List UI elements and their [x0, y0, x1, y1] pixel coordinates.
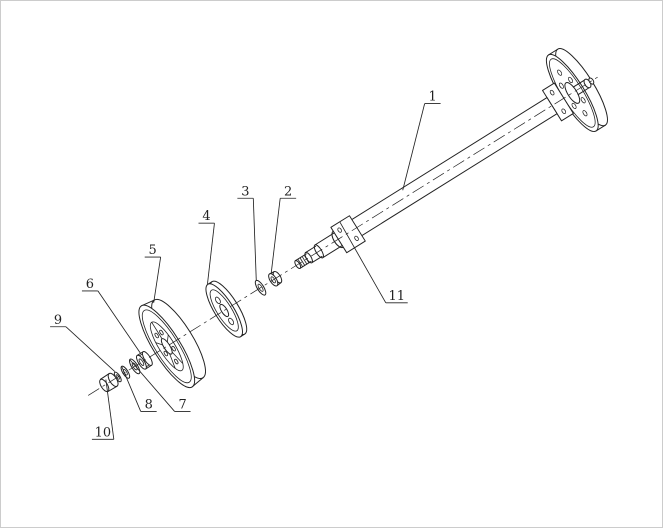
callout-8: 8 [121, 366, 157, 412]
callout-3: 3 [237, 184, 257, 281]
callout-layer: 1 2 3 4 5 6 7 8 9 10 11 [50, 90, 441, 440]
drum-lug-holes [154, 329, 179, 365]
leader-line-2 [270, 198, 281, 274]
mounting-bracket [330, 215, 366, 254]
leader-line-8 [121, 366, 142, 412]
leader-line-1 [402, 103, 426, 191]
leader-line-10 [105, 379, 115, 440]
callout-label-9: 9 [54, 313, 62, 328]
leader-line-5 [153, 256, 162, 303]
callout-9: 9 [50, 313, 116, 372]
callout-label-3: 3 [241, 184, 249, 199]
callout-label-1: 1 [428, 90, 436, 105]
leader-line-3 [252, 198, 257, 281]
callout-6: 6 [81, 277, 142, 354]
callout-4: 4 [198, 209, 215, 284]
callout-7: 7 [129, 359, 191, 412]
callout-label-7: 7 [178, 397, 186, 412]
callout-label-5: 5 [149, 243, 157, 258]
leader-line-4 [207, 223, 215, 284]
leader-line-7 [129, 359, 175, 412]
axis-centerline [88, 76, 598, 396]
callout-label-8: 8 [145, 397, 153, 412]
callout-1: 1 [402, 90, 441, 191]
leader-line-6 [97, 290, 142, 354]
callout-label-6: 6 [86, 277, 94, 292]
callout-label-11: 11 [389, 289, 405, 304]
leader-line-9 [65, 326, 116, 372]
callout-label-10: 10 [95, 425, 111, 440]
callout-label-4: 4 [202, 209, 210, 224]
callout-10: 10 [91, 379, 115, 440]
callout-label-2: 2 [284, 184, 292, 199]
axle-assembly [88, 48, 608, 396]
callout-5: 5 [144, 243, 162, 303]
callout-11: 11 [339, 221, 408, 304]
callout-2: 2 [270, 184, 297, 274]
thread-marks [297, 255, 310, 267]
leader-line-11 [339, 221, 387, 304]
wheel-bolt-holes [557, 69, 588, 117]
